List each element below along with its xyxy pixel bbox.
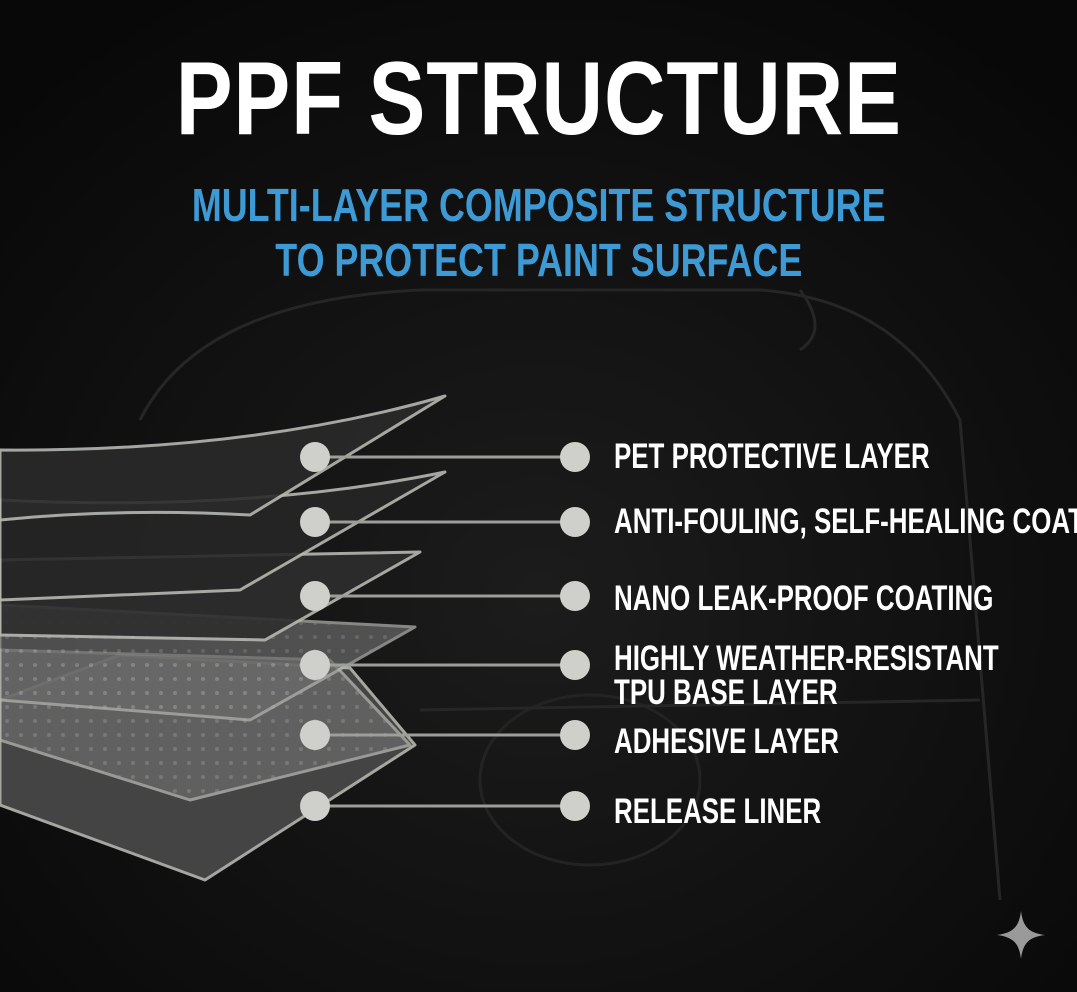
label-dot <box>560 442 590 472</box>
layer-label-pet: PET PROTECTIVE LAYER <box>614 437 1041 476</box>
subtitle-line-1: MULTI-LAYER COMPOSITE STRUCTURE <box>0 178 1077 232</box>
label-text: ADHESIVE LAYER <box>614 722 840 761</box>
callout-dots <box>300 442 590 821</box>
subtitle-text: TO PROTECT PAINT SURFACE <box>275 234 802 286</box>
label-text: PET PROTECTIVE LAYER <box>614 437 930 476</box>
sheet-pet <box>0 394 447 522</box>
label-dot <box>560 581 590 611</box>
layer-label-adhesive: ADHESIVE LAYER <box>614 722 918 761</box>
layer-dot <box>300 507 330 537</box>
layer-dot <box>300 650 330 680</box>
title-text: PPF STRUCTURE <box>175 41 902 157</box>
layer-dot <box>300 442 330 472</box>
layer-label-anti-fouling: ANTI-FOULING, SELF-HEALING COATING <box>614 502 1077 541</box>
subtitle-line-2: TO PROTECT PAINT SURFACE <box>0 233 1077 287</box>
car-silhouette <box>138 288 1002 901</box>
label-dot <box>560 650 590 680</box>
label-dot <box>560 720 590 750</box>
layer-dot <box>300 791 330 821</box>
callout-lines <box>315 455 575 808</box>
layer-sheets <box>0 394 447 882</box>
label-text: ANTI-FOULING, SELF-HEALING COATING <box>614 502 1077 541</box>
label-text: RELEASE LINER <box>614 792 822 831</box>
label-text: HIGHLY WEATHER-RESISTANT <box>614 639 999 678</box>
layer-label-release-liner: RELEASE LINER <box>614 792 894 831</box>
label-text: TPU BASE LAYER <box>614 673 838 712</box>
layer-label-nano: NANO LEAK-PROOF COATING <box>614 579 1077 618</box>
label-text: NANO LEAK-PROOF COATING <box>614 579 994 618</box>
layer-dot <box>300 581 330 611</box>
layer-dot <box>300 720 330 750</box>
page-title: PPF STRUCTURE <box>0 40 1077 159</box>
label-dot <box>560 507 590 537</box>
label-dot <box>560 791 590 821</box>
subtitle-text: MULTI-LAYER COMPOSITE STRUCTURE <box>191 179 886 231</box>
sparkle-icon <box>997 911 1045 959</box>
